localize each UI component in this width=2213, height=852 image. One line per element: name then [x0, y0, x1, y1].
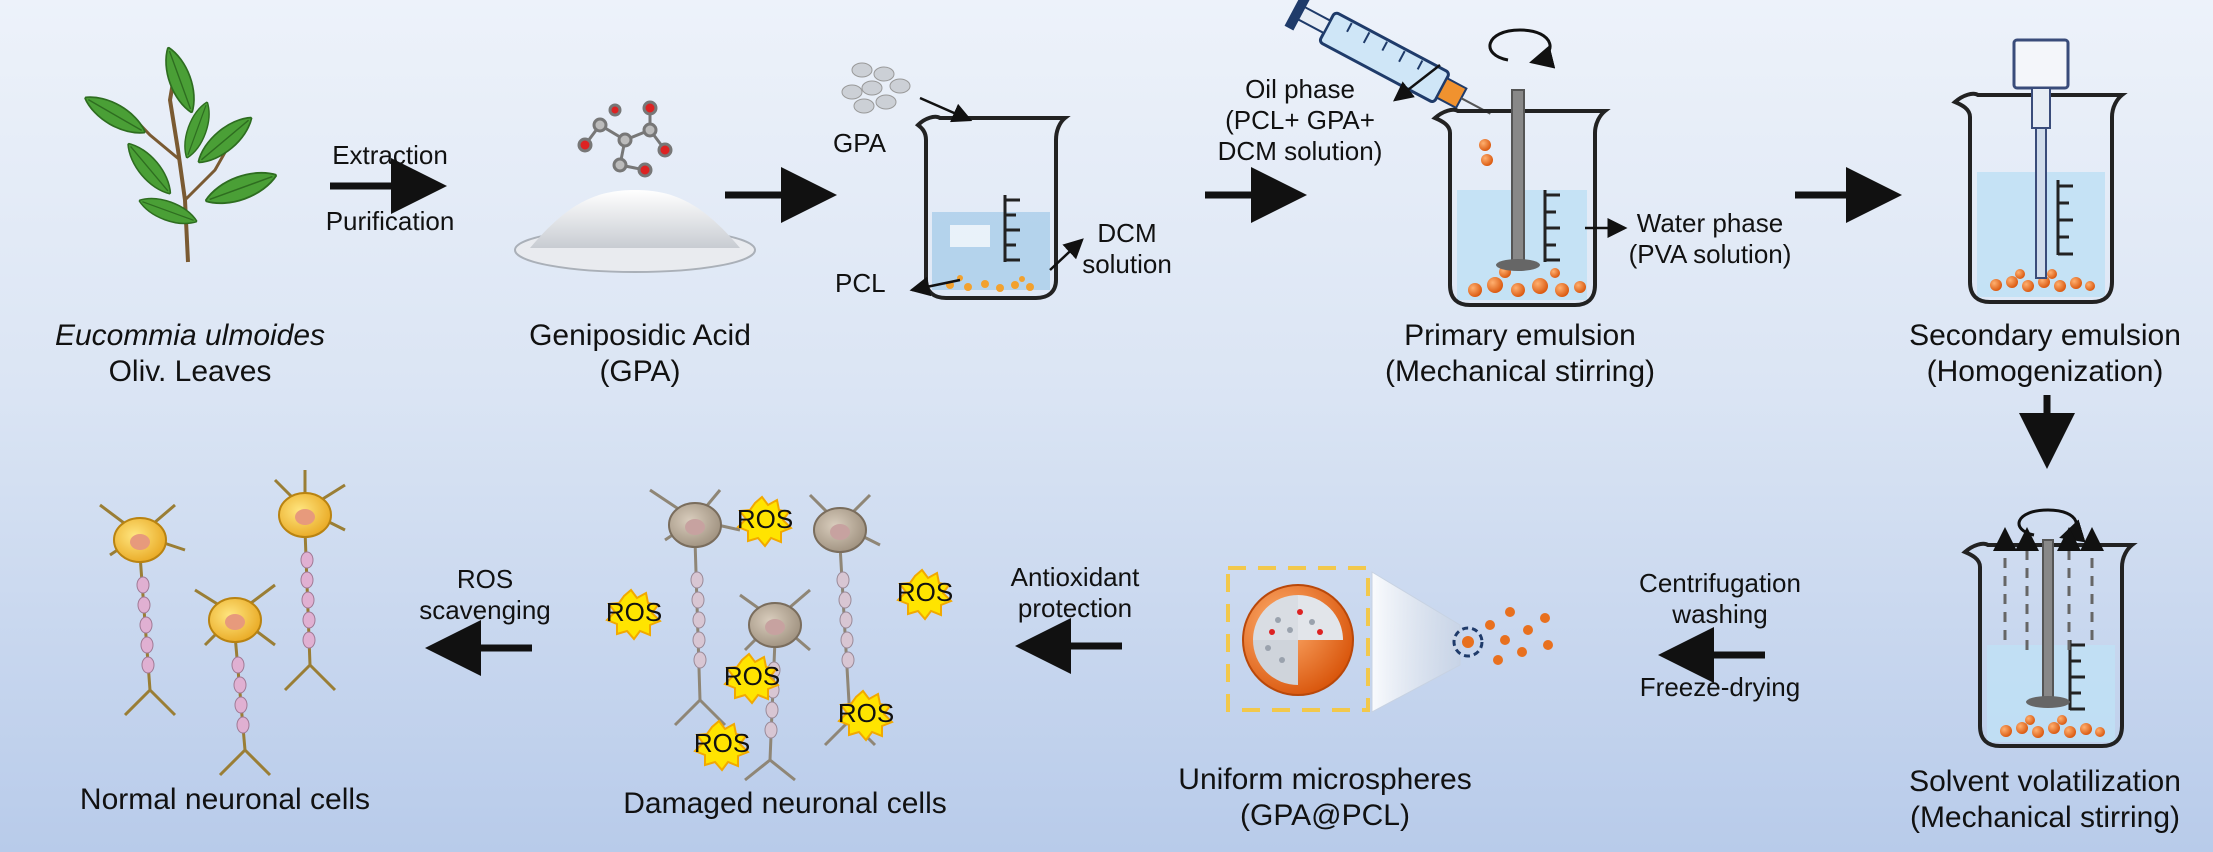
normal-neuron-label: Normal neuronal cells [55, 782, 395, 818]
damaged-neuron-label: Damaged neuronal cells [585, 786, 985, 822]
arrow-oil-phase [1393, 64, 1441, 102]
water-phase-line1: Water phase [1636, 208, 1784, 238]
ros-burst-icon [723, 652, 780, 705]
solvent-line1: Solvent volatilization [1909, 765, 2181, 798]
water-phase-line2: (PVA solution) [1628, 239, 1792, 270]
antioxidant-line2: protection [1017, 593, 1133, 624]
microspheres-label: Uniform microspheres (GPA@PCL) [1160, 762, 1490, 834]
beaker-primary-emulsion [1431, 28, 1611, 307]
arrow-pcl-label [909, 276, 961, 297]
ros-burst-icon [896, 568, 953, 621]
centrifuge-label: Centrifugation washing [1610, 568, 1830, 630]
microspheres-line2: (GPA@PCL) [1240, 799, 1410, 832]
ros-label: ROS [837, 698, 895, 728]
purification-text: Purification [325, 206, 455, 236]
purification-label: Purification [310, 206, 470, 237]
centrifuge-line2: washing [1672, 599, 1768, 630]
ros-burst-icon [736, 495, 793, 548]
gpa-molecule-icon [577, 100, 673, 178]
secondary-emulsion-label: Secondary emulsion (Homogenization) [1880, 318, 2210, 390]
oil-phase-label: Oil phase (PCL+ GPA+ DCM solution) [1195, 74, 1405, 168]
ros-burst-icon [605, 588, 662, 641]
dcm-line2: solution [1082, 249, 1172, 280]
ros-bursts [605, 495, 953, 772]
primary-line1: Primary emulsion [1404, 319, 1636, 352]
oil-phase-line3: DCM solution) [1217, 136, 1383, 167]
beaker1-gpa-label: GPA [833, 128, 886, 159]
ros-burst-icon [837, 689, 894, 742]
ros-label: ROS [736, 504, 794, 534]
beaker-1 [914, 114, 1071, 300]
source-rest-name: Oliv. Leaves [108, 355, 272, 388]
gpa-short-label: GPA [833, 128, 886, 158]
syringe-icon [1284, 0, 1491, 115]
eucommia-plant-icon [78, 42, 282, 263]
damaged-neuron-text: Damaged neuronal cells [623, 787, 947, 820]
beaker1-pcl-label: PCL [835, 268, 886, 299]
gpa-name: Geniposidic Acid [529, 319, 751, 352]
arrow-gpa-label [919, 96, 973, 123]
gpa-abbr: (GPA) [599, 355, 681, 388]
primary-line2: (Mechanical stirring) [1384, 355, 1656, 388]
antioxidant-line1: Antioxidant [1010, 562, 1140, 592]
oil-phase-line1: Oil phase [1245, 74, 1355, 104]
extraction-text: Extraction [332, 140, 448, 170]
antioxidant-label: Antioxidant protection [985, 562, 1165, 624]
ros-label: ROS [605, 597, 663, 627]
ros-scavenging-label: ROS scavenging [395, 564, 575, 626]
beaker-secondary-emulsion [1951, 38, 2128, 304]
solvent-volatilization-label: Solvent volatilization (Mechanical stirr… [1880, 764, 2210, 836]
secondary-line1: Secondary emulsion [1909, 319, 2181, 352]
pcl-label: PCL [835, 268, 886, 298]
ros-scavenging-line2: scavenging [419, 595, 551, 626]
source-label: Eucommia ulmoides Oliv. Leaves [30, 318, 350, 390]
ros-scavenging-line1: ROS [456, 564, 514, 594]
freeze-drying-text: Freeze-drying [1639, 672, 1801, 702]
normal-neuron-text: Normal neuronal cells [79, 783, 371, 816]
water-phase-label: Water phase (PVA solution) [1615, 208, 1805, 270]
oil-phase-line2: (PCL+ GPA+ [1225, 105, 1375, 136]
source-italic-name: Eucommia ulmoides [54, 319, 326, 352]
gpa-powder-icon [514, 190, 756, 273]
microspheres-line1: Uniform microspheres [1178, 763, 1472, 796]
beaker-solvent-volatilization [1961, 508, 2138, 748]
beaker1-dcm-label: DCM solution [1072, 218, 1182, 280]
secondary-line2: (Homogenization) [1926, 355, 2164, 388]
primary-emulsion-label: Primary emulsion (Mechanical stirring) [1360, 318, 1680, 390]
ros-label: ROS [896, 577, 954, 607]
dcm-line1: DCM [1097, 218, 1157, 248]
solvent-line2: (Mechanical stirring) [1909, 801, 2181, 834]
extraction-label: Extraction [310, 140, 470, 171]
arrow-dcm-label [1049, 238, 1084, 271]
gpa-pellets-icon [841, 62, 911, 114]
ros-burst-icon [693, 719, 750, 772]
microsphere-icon [1226, 566, 1553, 713]
gpa-label: Geniposidic Acid (GPA) [470, 318, 810, 390]
ros-label: ROS [723, 661, 781, 691]
ros-label: ROS [693, 728, 751, 758]
centrifuge-line1: Centrifugation [1639, 568, 1801, 598]
freeze-drying-label: Freeze-drying [1610, 672, 1830, 703]
normal-neuron-cluster-icon [99, 470, 346, 777]
